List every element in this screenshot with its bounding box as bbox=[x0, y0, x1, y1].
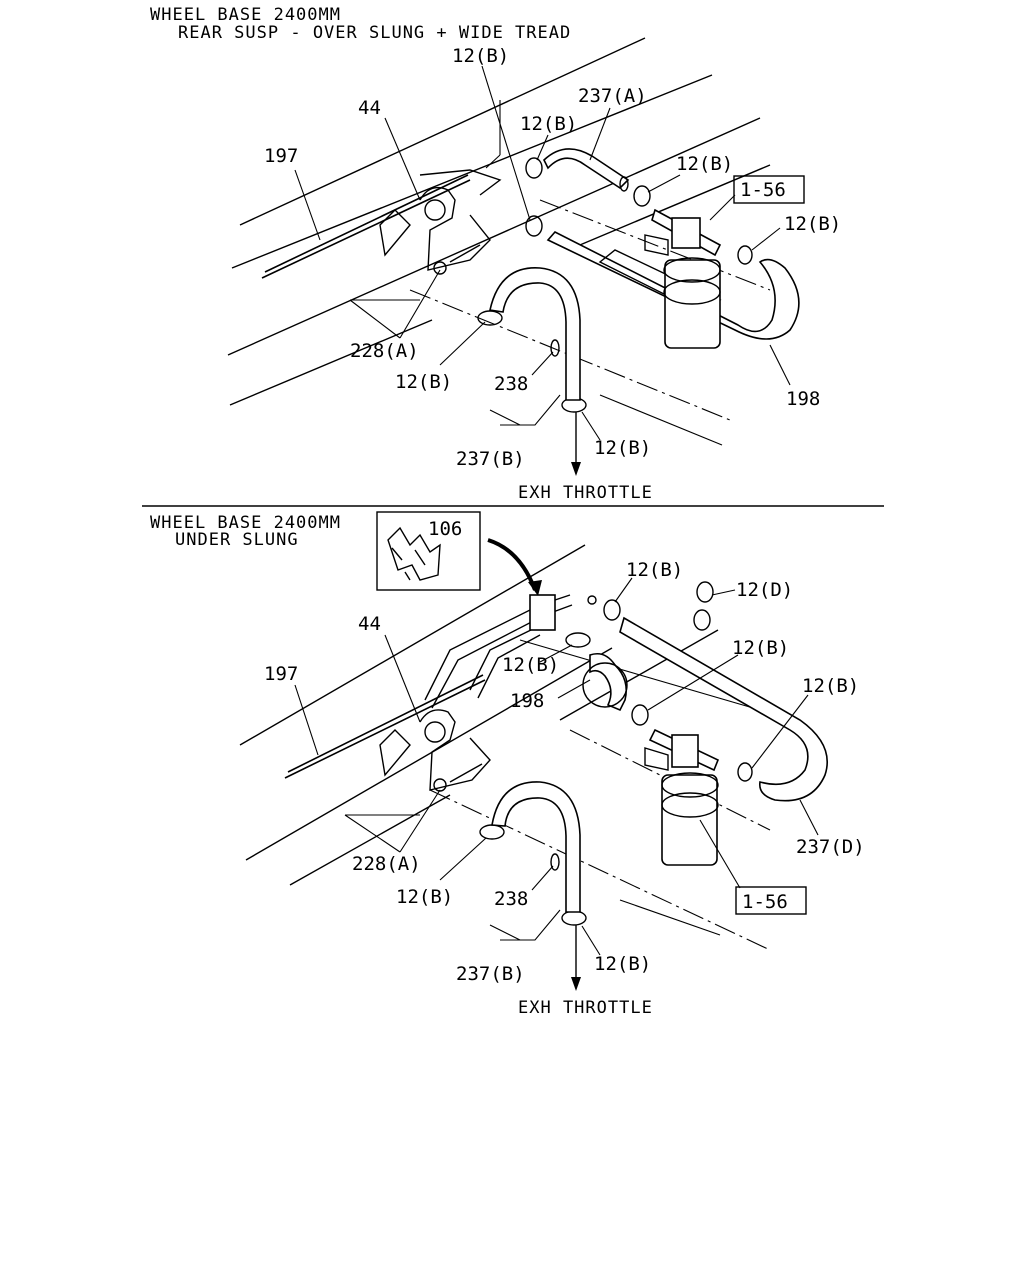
label-top-12b-5: 12(B) bbox=[395, 371, 452, 393]
label-bottom-12b-5: 12(B) bbox=[396, 886, 453, 908]
bottom-diagram: WHEEL BASE 2400MM UNDER SLUNG bbox=[150, 511, 865, 1018]
label-bottom-12b-6: 12(B) bbox=[594, 953, 651, 975]
label-bottom-198: 198 bbox=[510, 690, 544, 712]
top-header-line2: REAR SUSP - OVER SLUNG + WIDE TREAD bbox=[178, 23, 571, 43]
label-top-238: 238 bbox=[494, 373, 528, 395]
ref-box-top bbox=[733, 175, 805, 204]
label-bottom-exh-throttle: EXH THROTTLE bbox=[518, 998, 653, 1018]
label-top-228a: 228(A) bbox=[350, 340, 419, 362]
label-bottom-237b: 237(B) bbox=[456, 963, 525, 985]
label-bottom-1-56: 1-56 bbox=[742, 891, 788, 913]
exh-arrow-bottom bbox=[571, 925, 581, 991]
bracket-44-bottom bbox=[379, 709, 491, 792]
label-top-12b-6: 12(B) bbox=[594, 437, 651, 459]
top-header-line1: WHEEL BASE 2400MM bbox=[150, 5, 341, 25]
ref-box-bottom bbox=[735, 886, 807, 915]
valve-1-56-top bbox=[644, 208, 722, 349]
valve-1-56-bottom bbox=[644, 728, 720, 866]
label-bottom-106: 106 bbox=[428, 518, 462, 540]
inset-106 bbox=[376, 511, 542, 596]
hose-237d bbox=[619, 616, 829, 802]
hose-237b-top bbox=[489, 267, 581, 401]
hose-237b-bottom bbox=[491, 781, 581, 913]
frame-rails bbox=[227, 37, 771, 446]
label-bottom-12b-3: 12(B) bbox=[732, 637, 789, 659]
clamps-top bbox=[477, 157, 753, 413]
leaders-top bbox=[294, 65, 791, 441]
label-top-197: 197 bbox=[264, 145, 298, 167]
label-bottom-238: 238 bbox=[494, 888, 528, 910]
label-bottom-237d: 237(D) bbox=[796, 836, 865, 858]
leaders-bottom bbox=[294, 577, 819, 956]
label-top-12b-2: 12(B) bbox=[520, 113, 577, 135]
label-bottom-197: 197 bbox=[264, 663, 298, 685]
top-diagram: WHEEL BASE 2400MM REAR SUSP - OVER SLUNG… bbox=[150, 5, 841, 503]
bracket-44 bbox=[379, 169, 502, 275]
label-top-44: 44 bbox=[358, 97, 381, 119]
label-top-12b-3: 12(B) bbox=[676, 153, 733, 175]
label-top-1-56: 1-56 bbox=[740, 179, 786, 201]
label-top-12b-4: 12(B) bbox=[784, 213, 841, 235]
clamps-bottom bbox=[479, 581, 753, 926]
label-bottom-228a: 228(A) bbox=[352, 853, 421, 875]
label-top-237a: 237(A) bbox=[578, 85, 647, 107]
label-bottom-12b-1: 12(B) bbox=[626, 559, 683, 581]
label-bottom-12b-2: 12(B) bbox=[502, 654, 559, 676]
label-top-12b-1: 12(B) bbox=[452, 45, 509, 67]
exh-arrow-top bbox=[571, 412, 581, 476]
rod-197 bbox=[261, 174, 471, 279]
label-top-exh-throttle: EXH THROTTLE bbox=[518, 483, 653, 503]
hose-237a bbox=[543, 148, 630, 192]
bottom-header-line1: WHEEL BASE 2400MM bbox=[150, 513, 341, 533]
label-bottom-12b-4: 12(B) bbox=[802, 675, 859, 697]
label-bottom-12d: 12(D) bbox=[736, 579, 793, 601]
label-top-237b: 237(B) bbox=[456, 448, 525, 470]
bottom-header-line2: UNDER SLUNG bbox=[175, 530, 299, 550]
label-top-198: 198 bbox=[786, 388, 820, 410]
label-bottom-44: 44 bbox=[358, 613, 381, 635]
hose-198-bottom bbox=[582, 652, 628, 712]
rod-197-bottom bbox=[284, 594, 573, 779]
